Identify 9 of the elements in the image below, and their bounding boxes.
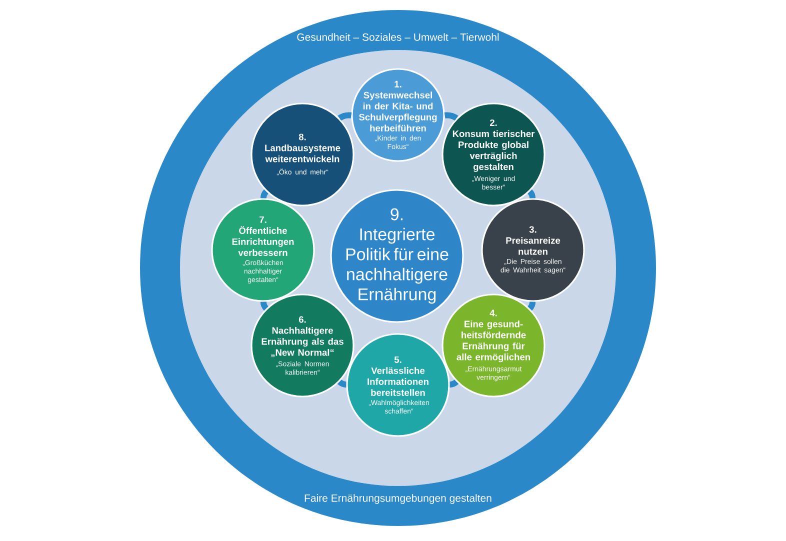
- ring-connector: [260, 189, 268, 198]
- ring-connector: [444, 112, 458, 121]
- ring-connector: [528, 302, 536, 311]
- ring-connector: [450, 380, 459, 388]
- ring-connector: [528, 189, 536, 198]
- ring-connector: [337, 380, 346, 388]
- circle-node: 9. Integrierte Politik für eine nachhaltigere Ernährung: [330, 189, 464, 323]
- ring-connector: [338, 112, 352, 121]
- ring-connector: [260, 302, 268, 311]
